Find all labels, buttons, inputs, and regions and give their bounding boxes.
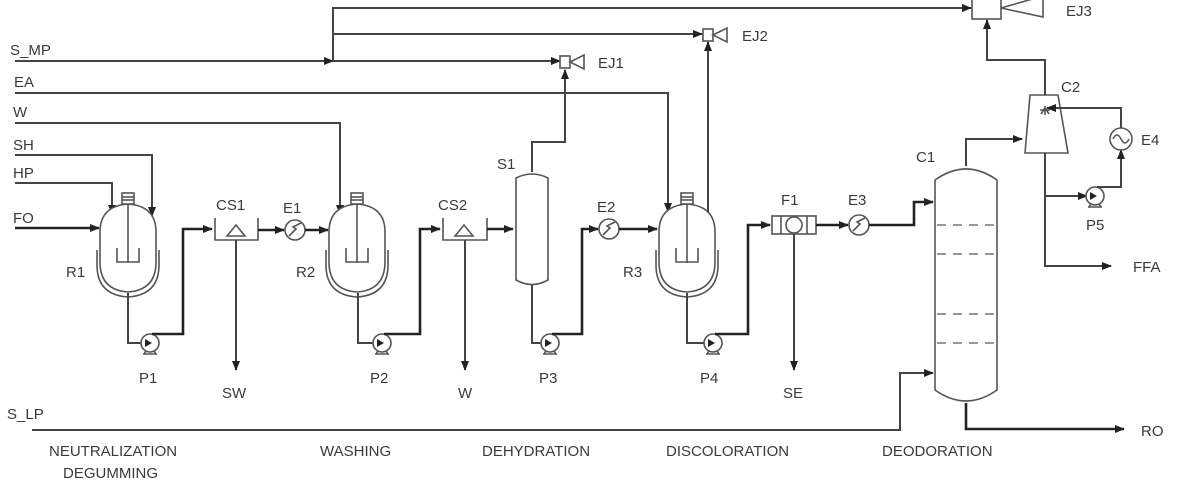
label-c2: C2 [1061,79,1080,96]
label-s1: S1 [497,156,515,173]
pipe-e3-c1 [869,198,934,227]
stream-w-in [15,122,344,215]
filter-f1 [771,215,817,235]
label-ej1: EJ1 [598,55,624,72]
label-r3: R3 [623,264,642,281]
label-ea: EA [14,74,34,91]
heat-exchanger-e1 [284,219,306,241]
label-p3: P3 [539,370,557,387]
pump-p2 [372,333,392,355]
label-s-lp: S_LP [7,406,44,423]
label-p4: P4 [700,370,718,387]
pump-p3 [540,333,560,355]
label-r1: R1 [66,264,85,281]
label-ej3: EJ3 [1066,3,1092,20]
label-p1: P1 [139,370,157,387]
section-neutralization: NEUTRALIZATION [49,443,177,460]
pipe-c1-ro [964,403,1125,433]
label-hp: HP [13,165,34,182]
label-e3: E3 [848,192,866,209]
section-dehydration: DEHYDRATION [482,443,590,460]
pipe-c2-ej3 [983,19,1046,95]
pipe-r3-p4 [686,293,704,344]
pipe-p1-cs1 [152,225,213,336]
pump-p1 [140,333,160,355]
ejector-ej1 [559,53,585,71]
heat-exchanger-e2 [598,218,620,240]
label-e1: E1 [283,200,301,217]
ejector-ej3 [971,0,1044,20]
label-w-out: W [458,385,473,402]
label-ej2: EJ2 [742,28,768,45]
section-degumming: DEGUMMING [63,465,158,482]
heat-exchanger-e4 [1109,127,1133,151]
section-deodoration: DEODORATION [882,443,993,460]
reactor-r2 [325,192,389,298]
label-sw: SW [222,385,247,402]
label-fo: FO [13,210,34,227]
label-f1: F1 [781,192,799,209]
label-p2: P2 [370,370,388,387]
pipe-c1-c2 [965,135,1023,166]
label-cs1: CS1 [216,197,245,214]
pipe-s1-p3 [531,285,542,344]
section-discoloration: DISCOLORATION [666,443,789,460]
pipe-c2-ffa [1044,153,1112,270]
pipe-p3-e2 [552,225,599,336]
label-sh: SH [13,137,34,154]
vessel-s1 [515,173,549,286]
stream-hp [15,182,116,215]
label-r2: R2 [296,264,315,281]
stream-s-lp [32,369,934,431]
stream-s-mp-to-ej3 [332,4,972,34]
pipe-r1-p1 [127,293,141,344]
pipe-p2-cs2 [384,225,441,336]
pump-p5 [1085,186,1105,208]
label-ffa: FFA [1133,259,1161,276]
label-ro: RO [1141,423,1164,440]
pipe-r2-p2 [357,293,373,344]
label-e2: E2 [597,199,615,216]
separator-cs2 [442,218,488,241]
label-e4: E4 [1141,132,1159,149]
pipe-e4-c2 [1046,104,1122,128]
pipe-p4-f1 [715,221,771,336]
stream-sh [15,154,156,217]
label-c1: C1 [916,149,935,166]
pipe-s1-ej1 [531,69,569,172]
label-se: SE [783,385,803,402]
condenser-c2 [1024,94,1069,154]
pipe-p5-e4 [1097,149,1125,188]
label-p5: P5 [1086,217,1104,234]
pump-p4 [703,333,723,355]
stream-s-mp-to-ej2 [332,30,703,61]
stream-ea [15,92,672,213]
column-c1 [934,168,998,402]
reactor-r1 [96,192,160,298]
separator-cs1 [214,218,259,241]
reactor-r3 [655,192,719,298]
section-washing: WASHING [320,443,391,460]
label-cs2: CS2 [438,197,467,214]
label-w-in: W [13,104,28,121]
stream-s-mp [15,4,972,65]
ejector-ej2 [702,26,728,44]
label-s-mp: S_MP [10,42,51,59]
heat-exchanger-e3 [848,214,870,236]
